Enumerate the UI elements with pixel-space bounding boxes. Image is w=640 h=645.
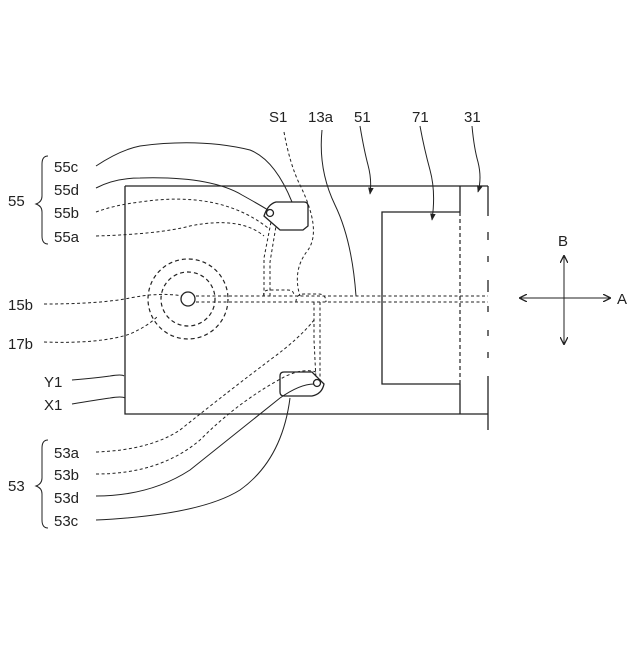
leader-31 <box>472 126 480 192</box>
label-53b: 53b <box>54 467 79 484</box>
leader-71 <box>420 126 434 220</box>
leader-53d <box>96 384 314 496</box>
label-55b: 55b <box>54 205 79 222</box>
label-53a: 53a <box>54 445 80 462</box>
brace-55 <box>36 156 48 244</box>
label-31: 31 <box>464 109 481 126</box>
leader-13a <box>321 130 356 296</box>
label-direction-b: B <box>558 233 568 250</box>
via-55d <box>267 210 274 217</box>
leader-55b <box>96 199 268 228</box>
brace-53 <box>36 440 48 528</box>
base-member-outline <box>125 186 488 414</box>
label-group-55: 55 <box>8 193 25 210</box>
label-17b: 17b <box>8 336 33 353</box>
label-13a: 13a <box>308 109 334 126</box>
label-53c: 53c <box>54 513 79 530</box>
center-hole-15b <box>181 292 195 306</box>
label-53d: 53d <box>54 490 79 507</box>
label-51: 51 <box>354 109 371 126</box>
leader-55a <box>96 223 264 236</box>
via-53d <box>314 380 321 387</box>
label-55a: 55a <box>54 229 80 246</box>
lead-53-left <box>314 302 316 380</box>
circle-inner <box>161 272 215 326</box>
label-71: 71 <box>412 109 429 126</box>
leader-17b <box>44 316 158 342</box>
leader-55d <box>96 178 268 210</box>
label-direction-a: A <box>617 291 627 308</box>
leader-53c <box>96 398 290 520</box>
circle-outer-17b <box>148 259 228 339</box>
label-55c: 55c <box>54 159 79 176</box>
label-55d: 55d <box>54 182 79 199</box>
leader-y1 <box>72 375 124 380</box>
label-x1: X1 <box>44 397 62 414</box>
double-headed-arrows-icon <box>520 256 610 344</box>
label-15b: 15b <box>8 297 33 314</box>
lead-55-right <box>270 226 276 296</box>
leader-51 <box>360 126 371 194</box>
leader-53a <box>96 320 314 452</box>
leader-s1 <box>284 132 313 296</box>
lead-53-loop <box>296 294 326 302</box>
leader-53b <box>96 371 316 474</box>
label-s1: S1 <box>269 109 287 126</box>
component-71 <box>382 212 460 384</box>
leader-x1 <box>72 397 125 404</box>
lead-55-loop <box>264 290 294 296</box>
label-y1: Y1 <box>44 374 62 391</box>
label-group-53: 53 <box>8 478 25 495</box>
